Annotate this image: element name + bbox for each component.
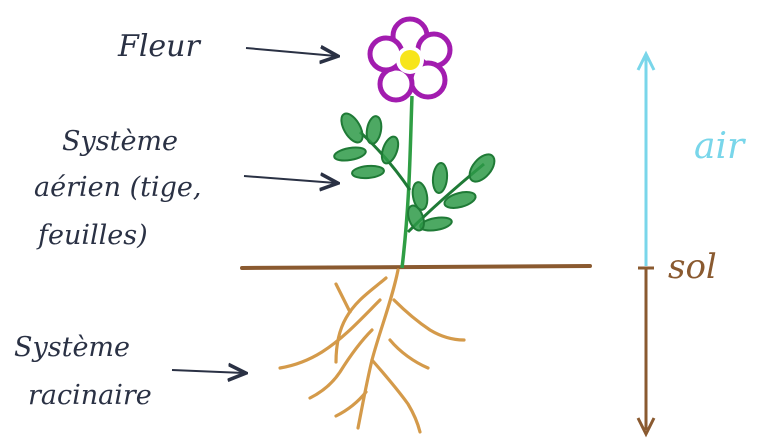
label-systeme-aerien-1: Système bbox=[62, 126, 178, 157]
arrow-systeme-aerien bbox=[244, 176, 336, 183]
label-air: air bbox=[694, 126, 746, 167]
label-sol: sol bbox=[668, 247, 717, 287]
leaves-upper-left bbox=[333, 110, 410, 190]
label-fleur: Fleur bbox=[117, 29, 201, 64]
flower bbox=[370, 19, 450, 100]
arrow-fleur bbox=[246, 48, 336, 56]
label-systeme-racinaire-1: Système bbox=[14, 332, 130, 363]
label-systeme-aerien-2: aérien (tige, bbox=[34, 172, 201, 203]
label-systeme-aerien-3: feuilles) bbox=[36, 220, 148, 251]
ground-line bbox=[242, 266, 590, 268]
label-systeme-racinaire-2: racinaire bbox=[28, 380, 152, 411]
arrow-systeme-racinaire bbox=[172, 370, 244, 373]
leaves-lower-right bbox=[405, 150, 499, 233]
roots bbox=[280, 270, 464, 432]
flower-center bbox=[400, 50, 420, 70]
